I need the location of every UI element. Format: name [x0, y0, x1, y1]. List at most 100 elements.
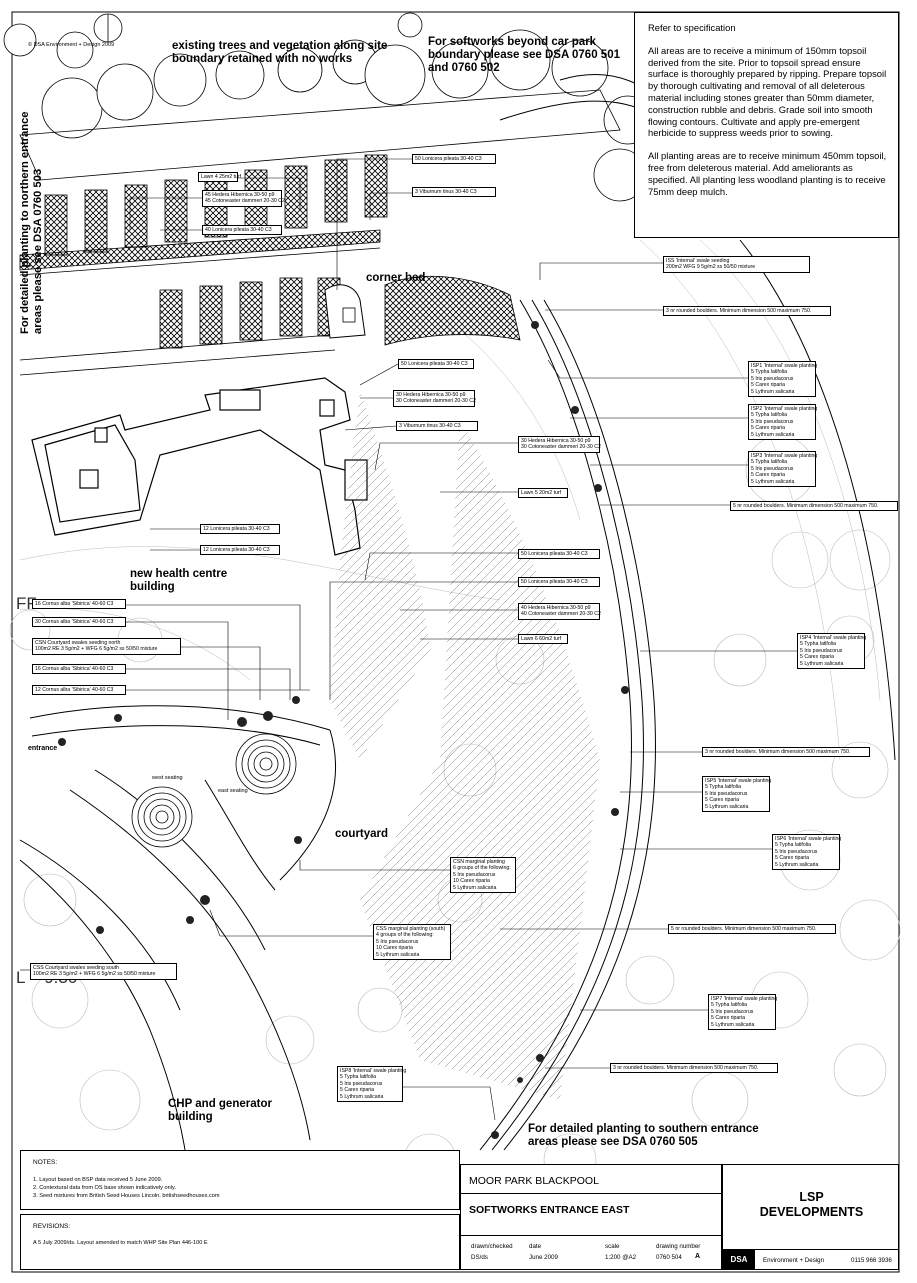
shrub-symbols — [58, 321, 629, 1139]
planting-label-lonicera-12-b: 12 Lonicera pileata 30-40 C3 — [200, 545, 280, 556]
note-3: 3. Seed mixtures from British Seed House… — [33, 1193, 220, 1199]
label-line: 5 Lythrum salicaria — [751, 431, 795, 438]
label-line: 16 Cornus alba 'Sibirica' 40-60 C3 — [35, 601, 114, 607]
label-line: 12 Lonicera pileata 30-40 C3 — [203, 547, 270, 553]
label-line: 5 Iris pseudacorus — [453, 871, 496, 878]
label-line: 100m2 RE 3 5g/m2 + WFG 6 5g/m2 ss 50/50 … — [33, 971, 156, 978]
label-line: CSS marginal planting (south) — [376, 926, 446, 932]
planting-label-lonicera-12-a: 12 Lonicera pileata 30-40 C3 — [200, 524, 280, 535]
east-seating-circle — [235, 733, 297, 795]
label-line: 5 Iris pseudacorus — [751, 375, 794, 382]
label-line: 5 Lythrum salicaria — [705, 803, 749, 810]
heading-courtyard: courtyard — [335, 828, 389, 840]
label-line: 3 nr rounded boulders. Minimum dimension… — [613, 1065, 759, 1071]
label-line: 5 Carex riparia — [751, 425, 786, 432]
label-line: 50 Lonicera pileata 30-40 C3 — [401, 361, 468, 367]
label-line: Lawn 6 60m2 turf — [521, 636, 562, 642]
label-line: 5 Iris pseudacorus — [800, 647, 843, 654]
planting-label-lonicera-50-d: 50 Lonicera pileata 30-40 C3 — [518, 577, 600, 588]
planting-label-lawn-5: Lawn 5 20m2 turf — [518, 488, 568, 499]
number-value: 0760 504 — [656, 1254, 682, 1261]
label-line: 5 nr rounded boulders. Minimum dimension… — [733, 503, 879, 509]
drawing-title: SOFTWORKS ENTRANCE EAST — [469, 1204, 630, 1216]
scale-value: 1:200 @A2 — [605, 1254, 637, 1261]
label-line: 30 Hedera Hibernica 30-50 p9 — [396, 392, 466, 398]
firm-phone: 0115 966 3936 — [851, 1257, 892, 1264]
swale-channel — [479, 299, 656, 1151]
spec-planting-paragraph: All planting areas are to receive minimu… — [648, 150, 887, 197]
planting-label-viburnum-3-mid: 3 Viburnum tinus 30-40 C3 — [396, 421, 478, 432]
label-line: 30 Cotoneaster dammeri 20-30 C2 — [521, 444, 601, 451]
specification-panel: Refer to specification All areas are to … — [634, 12, 899, 238]
planting-label-cornus-16-b: 16 Cornus alba 'Sibirica' 40-60 C3 — [32, 664, 126, 675]
label-line: 40 Lonicera pileata 30-40 C3 — [205, 227, 272, 233]
planting-label-cornus-30: 30 Cornus alba 'Sibirica' 40-60 C3 — [32, 617, 126, 628]
label-line: 5 Iris pseudacorus — [751, 418, 794, 425]
client-panel: LSP DEVELOPMENTS DSA Environment + Desig… — [722, 1164, 899, 1270]
label-line: 50 Lonicera pileata 30-40 C3 — [521, 551, 588, 557]
label-line: 5 Lythrum salicaria — [751, 478, 795, 485]
leader-lines — [20, 158, 797, 1121]
label-line: 45 Hedera Hibernica 30-50 p9 — [205, 192, 275, 198]
heading-health-centre: new health centre building — [130, 568, 228, 593]
planting-label-boulders-3-c: 3 nr rounded boulders. Minimum dimension… — [610, 1063, 778, 1074]
label-line: 40 Hedera Hibernica 30-50 p9 — [521, 605, 591, 611]
planting-label-lawn-4: Lawn 4 25m2 turf — [198, 172, 241, 183]
dsa-logo: DSA — [723, 1250, 755, 1270]
spec-topsoil-paragraph: All areas are to receive a minimum of 15… — [648, 44, 887, 139]
label-line: 5 Iris pseudacorus — [705, 790, 748, 797]
revisions-panel: REVISIONS: A 5 July 2009/ds. Layout amen… — [20, 1214, 460, 1270]
label-line: 40 Cotoneaster dammeri 20-30 C2 — [521, 611, 601, 618]
courtyard-swales — [19, 705, 336, 1151]
label-line: 5 nr rounded boulders. Minimum dimension… — [671, 926, 817, 932]
label-line: 3 Viburnum tinus 30-40 C3 — [399, 423, 461, 429]
heading-softworks-beyond: For softworks beyond car park boundary p… — [428, 36, 620, 74]
entrance-label: entrance — [28, 745, 58, 752]
label-line: 5 Carex riparia — [775, 855, 810, 862]
planting-label-lonicera-50-top: 50 Lonicera pileata 30-40 C3 — [412, 154, 496, 165]
label-line: ISP3 'Internal' swale planting — [751, 453, 818, 459]
planting-label-lonicera-50-mid: 50 Lonicera pileata 30-40 C3 — [398, 359, 474, 370]
label-line: CSN Courtyard swales seeding north — [35, 640, 121, 646]
spec-title: Refer to specification — [648, 22, 736, 33]
label-line: 12 Lonicera pileata 30-40 C3 — [203, 526, 270, 532]
firm-name: Environment + Design — [763, 1257, 825, 1264]
label-line: 5 Iris pseudacorus — [751, 465, 794, 472]
note-2: 2. Contextural data from OS base shown i… — [33, 1185, 176, 1191]
label-line: 5 Typha latifolia — [711, 1002, 747, 1009]
planting-label-boulders-3-b: 3 nr rounded boulders. Minimum dimension… — [702, 747, 870, 758]
date-label: date — [529, 1243, 542, 1250]
planting-label-css-marginal: CSS marginal planting (south)4 groups of… — [373, 924, 451, 961]
label-line: 5 Lythrum salicaria — [775, 861, 819, 868]
label-line: 30 Cornus alba 'Sibirica' 40-60 C3 — [35, 619, 114, 625]
label-line: 5 Carex riparia — [711, 1015, 746, 1022]
label-line: 5 Lythrum salicaria — [340, 1093, 384, 1100]
label-line: 5 Typha latifolia — [751, 369, 787, 376]
label-line: 30 Hedera Hibernica 30-50 p9 — [521, 438, 591, 444]
label-line: 5 Typha latifolia — [800, 641, 836, 648]
label-line: 5 Carex riparia — [800, 654, 835, 661]
label-line: ISP7 'Internal' swale planting — [711, 996, 778, 1002]
corner-bed-hatch — [384, 275, 521, 346]
label-line: 5 Lythrum salicaria — [453, 884, 497, 891]
label-line: 5 Iris pseudacorus — [376, 938, 419, 945]
label-line: 5 Lythrum salicaria — [800, 660, 844, 667]
label-line: 12 Cornus alba 'Sibirica' 40-60 C3 — [35, 687, 114, 693]
label-line: 3 nr rounded boulders. Minimum dimension… — [666, 308, 812, 314]
label-line: 10 Carex riparia — [376, 945, 413, 952]
label-line: 200m2 WFG 9 5g/m2 ss 50/50 mixture — [666, 264, 756, 271]
client-name: LSP DEVELOPMENTS — [759, 1190, 864, 1219]
planting-label-cornus-12: 12 Cornus alba 'Sibirica' 40-60 C3 — [32, 685, 126, 696]
number-label: drawing number — [656, 1243, 701, 1250]
label-line: ISS 'Internal' swale seeding — [666, 258, 730, 264]
label-line: 5 Carex riparia — [705, 797, 740, 804]
label-line: 5 Carex riparia — [340, 1087, 375, 1094]
